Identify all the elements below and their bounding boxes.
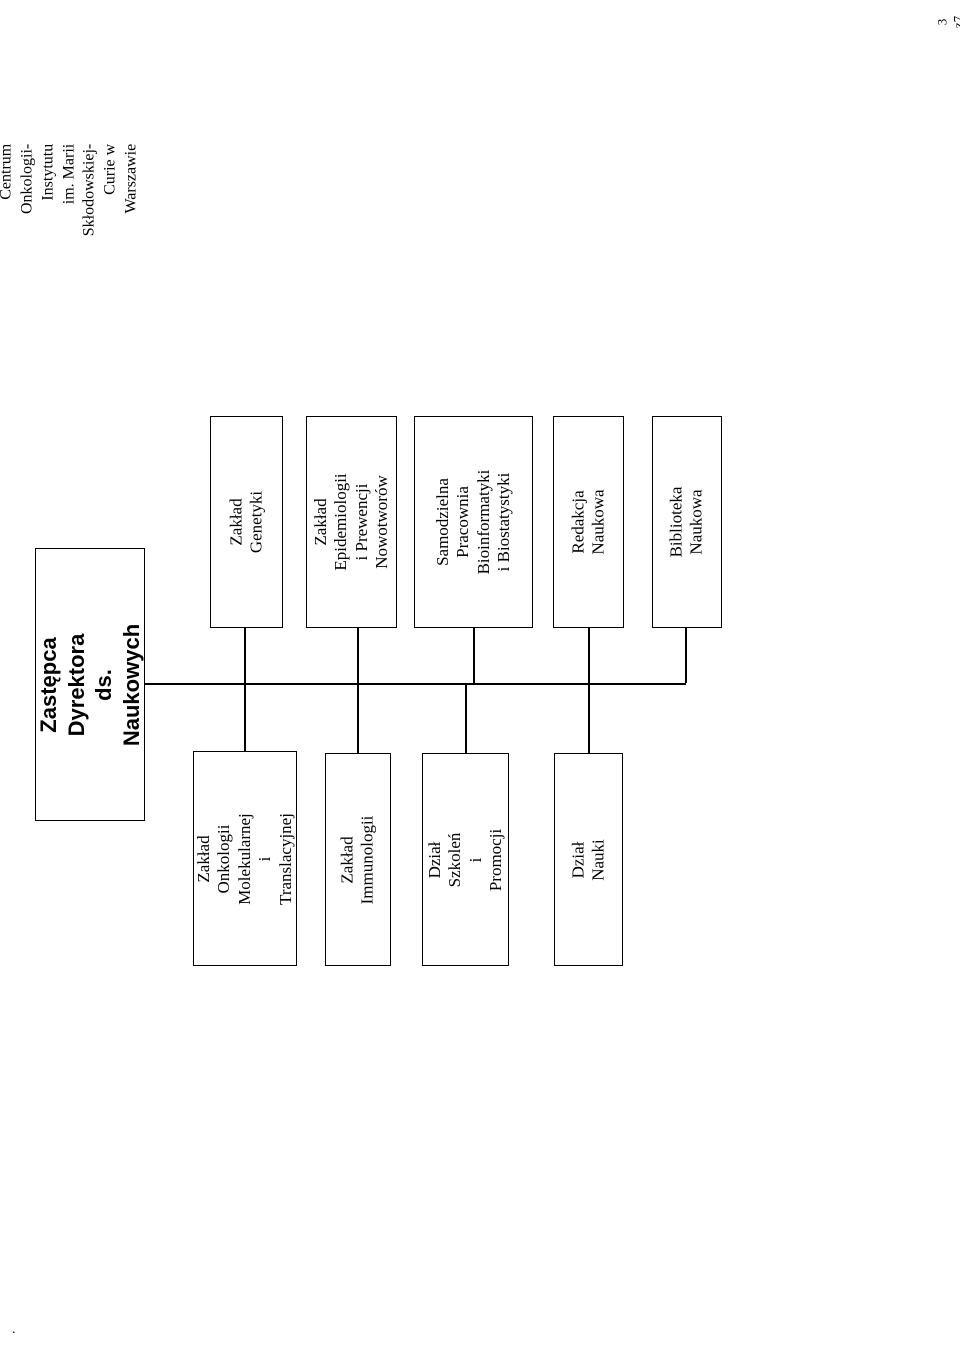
unit-label: Redakcja Naukowa [568, 489, 608, 555]
director-label: Zastępca Dyrektora ds. Naukowych [36, 623, 144, 746]
header-text: Schemat organizacyjny pionu naukowego Ce… [0, 143, 140, 237]
unit-label: Dział Szkoleń i Promocji [424, 828, 505, 891]
unit-box-epidemiologii: Zakład Epidemiologii i Prewencji Nowotwo… [306, 416, 397, 628]
connector-left-1 [244, 683, 246, 751]
unit-label: Biblioteka Naukowa [666, 486, 706, 558]
connector-left-3 [465, 683, 467, 753]
unit-box-genetyki: Zakład Genetyki [210, 416, 283, 628]
unit-box-szkolen: Dział Szkoleń i Promocji [422, 753, 509, 966]
unit-label: Dział Nauki [568, 838, 608, 881]
connector-right-1 [244, 628, 246, 683]
corner-mark: . [12, 1322, 16, 1337]
connector-right-4 [588, 628, 590, 683]
unit-box-bioinformatyki: Samodzielna Pracownia Bioinformatyki i B… [414, 416, 533, 628]
connector-left-4 [588, 683, 590, 753]
connector-right-5 [685, 628, 687, 683]
unit-label: Zakład Onkologii Molekularnej i Translac… [194, 812, 295, 905]
unit-box-biblioteka: Biblioteka Naukowa [652, 416, 722, 628]
unit-box-immunologii: Zakład Immunologii [325, 753, 391, 966]
director-box: Zastępca Dyrektora ds. Naukowych [35, 548, 145, 821]
unit-box-redakcja: Redakcja Naukowa [553, 416, 624, 628]
connector-right-2 [357, 628, 359, 683]
unit-box-nauki: Dział Nauki [554, 753, 623, 966]
unit-label: Zakład Epidemiologii i Prewencji Nowotwo… [310, 473, 391, 571]
unit-label: Zakład Genetyki [226, 490, 266, 554]
connector-right-3 [473, 628, 475, 683]
page-number-text: 3 z7 [934, 15, 960, 29]
unit-box-onkologii: Zakład Onkologii Molekularnej i Translac… [193, 751, 297, 966]
connector-left-2 [357, 683, 359, 753]
unit-label: Samodzielna Pracownia Bioinformatyki i B… [432, 469, 513, 575]
unit-label: Zakład Immunologii [337, 815, 377, 904]
connector-main [145, 683, 686, 685]
